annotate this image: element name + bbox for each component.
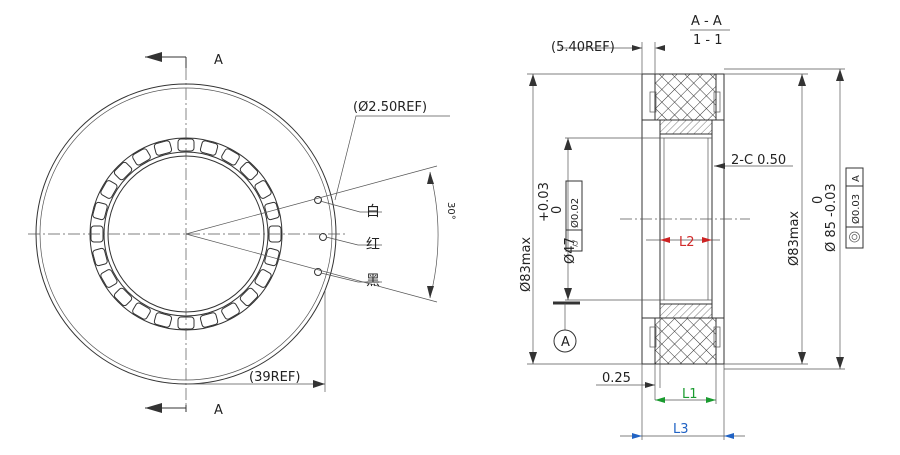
section-view	[527, 29, 864, 440]
roller-segment	[132, 148, 151, 166]
od-right-dimension: Ø83max	[787, 211, 802, 266]
chamfer-note: 2-C 0.50	[731, 153, 786, 168]
offset-dimension: 0.25	[602, 371, 631, 386]
roller-segment	[153, 312, 173, 328]
roller-segment	[113, 287, 133, 307]
roller-segment	[92, 247, 108, 267]
roller-segment	[221, 302, 240, 320]
ref-hole-dimension: (Ø2.50REF)	[353, 100, 427, 115]
wire-label-red: 红	[366, 237, 380, 253]
housing-tolerance-upper: 0	[811, 196, 826, 204]
wire-hole-white	[314, 196, 322, 204]
roller-segment	[100, 269, 118, 288]
od-left-dimension: Ø83max	[519, 237, 534, 292]
roller-segment	[199, 312, 219, 328]
roller-segment	[92, 201, 108, 221]
section-mark-top: A	[214, 53, 223, 68]
wire-hole-black	[314, 268, 322, 276]
roller-segment	[113, 161, 133, 181]
datum-label: A	[561, 335, 570, 350]
roller-segment	[221, 148, 240, 166]
roller-segment	[239, 161, 259, 181]
angle-dimension: 30°	[445, 202, 456, 220]
cylindricity-value: Ø0.02	[569, 198, 581, 228]
wire-label-white: 白	[366, 204, 380, 220]
bore-tolerance-lower: 0	[550, 206, 565, 214]
l2-label: L2	[679, 235, 695, 250]
coaxiality-symbol	[849, 231, 860, 243]
ref-thickness-dimension: (5.40REF)	[551, 40, 615, 55]
housing-dimension: Ø 85 -0.03	[824, 183, 839, 252]
roller-segment	[100, 180, 118, 199]
roller-segment	[199, 140, 219, 156]
coaxiality-value: Ø0.03	[850, 194, 862, 224]
l1-label: L1	[682, 387, 698, 402]
section-mark-bottom: A	[214, 403, 223, 418]
roller-segment	[132, 302, 151, 320]
wire-label-black: 黑	[366, 273, 380, 289]
ref-width-dimension: (39REF)	[249, 370, 300, 385]
wire-hole-red	[319, 233, 327, 241]
roller-segment	[239, 287, 259, 307]
cylindricity-symbol-icon: ⌭	[570, 239, 581, 247]
front-view	[28, 52, 450, 413]
datum-a-circle	[553, 329, 577, 353]
roller-segment	[153, 140, 173, 156]
roller-segment	[254, 180, 272, 199]
bore-dimension: Ø47	[563, 237, 578, 264]
l3-label: L3	[673, 422, 689, 437]
section-title: A - A	[691, 14, 722, 29]
coaxiality-datum: A	[851, 175, 862, 182]
bore-tolerance-upper: +0.03	[537, 182, 552, 222]
section-scale: 1 - 1	[693, 33, 723, 48]
roller-segment	[254, 269, 272, 288]
